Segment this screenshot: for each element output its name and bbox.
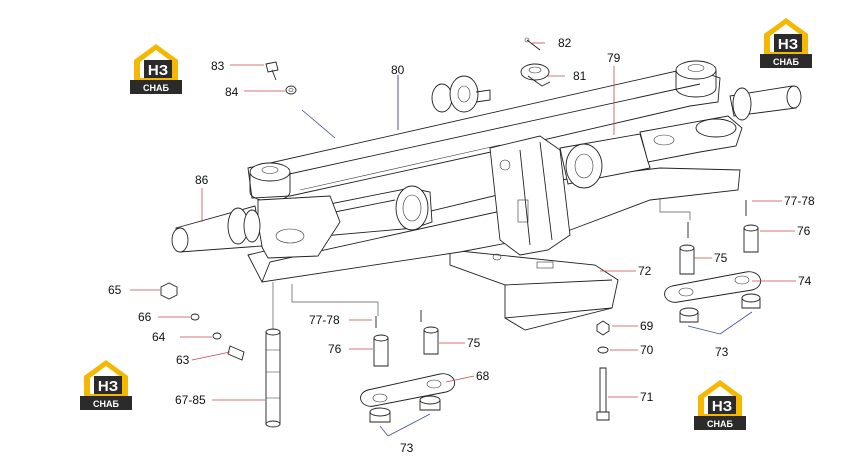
- label-69: 69: [640, 319, 654, 333]
- axle-frame-drawing: [247, 60, 743, 331]
- logo-letters: НЗ: [778, 36, 798, 53]
- logo-letters: НЗ: [712, 398, 732, 415]
- label-77-78-left: 77-78: [309, 313, 340, 327]
- label-81: 81: [573, 69, 587, 83]
- right-link-assembly-drawing: [659, 198, 762, 335]
- left-link-assembly-drawing: [291, 284, 456, 437]
- label-82: 82: [558, 36, 572, 50]
- logo-word: СНАБ: [143, 83, 169, 93]
- label-83: 83: [211, 59, 225, 73]
- label-76-right: 76: [797, 224, 811, 238]
- trunnion-drawing: [431, 75, 491, 113]
- label-73-right: 73: [715, 345, 729, 359]
- label-75-left: 75: [467, 336, 481, 350]
- label-80: 80: [391, 63, 405, 77]
- right-spindle-drawing: [729, 85, 802, 121]
- label-76-left: 76: [328, 342, 342, 356]
- label-68: 68: [476, 369, 490, 383]
- brand-logo-top-right: НЗ СНАБ: [760, 18, 812, 68]
- logo-word: СНАБ: [93, 399, 119, 409]
- logo-letters: НЗ: [98, 378, 118, 395]
- center-bolt-stack-drawing: [596, 320, 610, 421]
- logo-letters: НЗ: [148, 62, 168, 79]
- label-74: 74: [798, 274, 812, 288]
- logo-word: СНАБ: [773, 57, 799, 67]
- label-65: 65: [108, 283, 122, 297]
- brand-logo-bottom-right: НЗ СНАБ: [694, 380, 746, 430]
- label-63: 63: [176, 353, 190, 367]
- leader-lines: [130, 42, 796, 401]
- label-77-78-right: 77-78: [784, 194, 815, 208]
- left-spindle-drawing: [171, 205, 263, 253]
- brand-logo-top-left: НЗ СНАБ: [130, 44, 182, 94]
- part-labels: 82 83 84 80 81 79 86 77-78 76 75 72 74 6…: [108, 36, 815, 455]
- part-82-drawing: [524, 37, 541, 51]
- label-64: 64: [152, 330, 166, 344]
- label-79: 79: [607, 51, 621, 65]
- logo-word: СНАБ: [707, 419, 733, 429]
- part-81-drawing: [520, 63, 551, 87]
- part-83-drawing: [265, 61, 279, 81]
- brand-logo-bottom-left: НЗ СНАБ: [80, 360, 132, 410]
- label-70: 70: [640, 343, 654, 357]
- part-84-drawing: [285, 85, 297, 95]
- label-67-85: 67-85: [175, 393, 206, 407]
- label-73-left: 73: [400, 441, 414, 455]
- label-86: 86: [195, 173, 209, 187]
- left-pin-stack-drawing: [160, 282, 281, 428]
- label-75-right: 75: [714, 251, 728, 265]
- label-72: 72: [638, 264, 652, 278]
- label-71: 71: [640, 390, 654, 404]
- label-84: 84: [225, 85, 239, 99]
- label-66: 66: [138, 310, 152, 324]
